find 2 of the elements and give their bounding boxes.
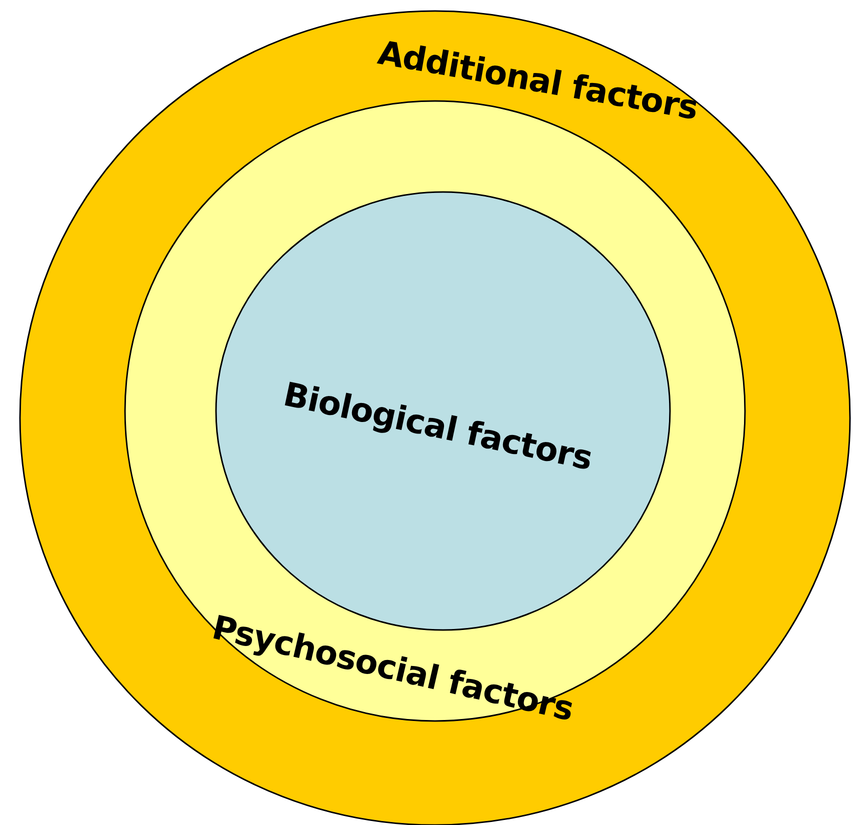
ring-label: Additional factors [375,32,701,128]
ring [20,11,850,825]
